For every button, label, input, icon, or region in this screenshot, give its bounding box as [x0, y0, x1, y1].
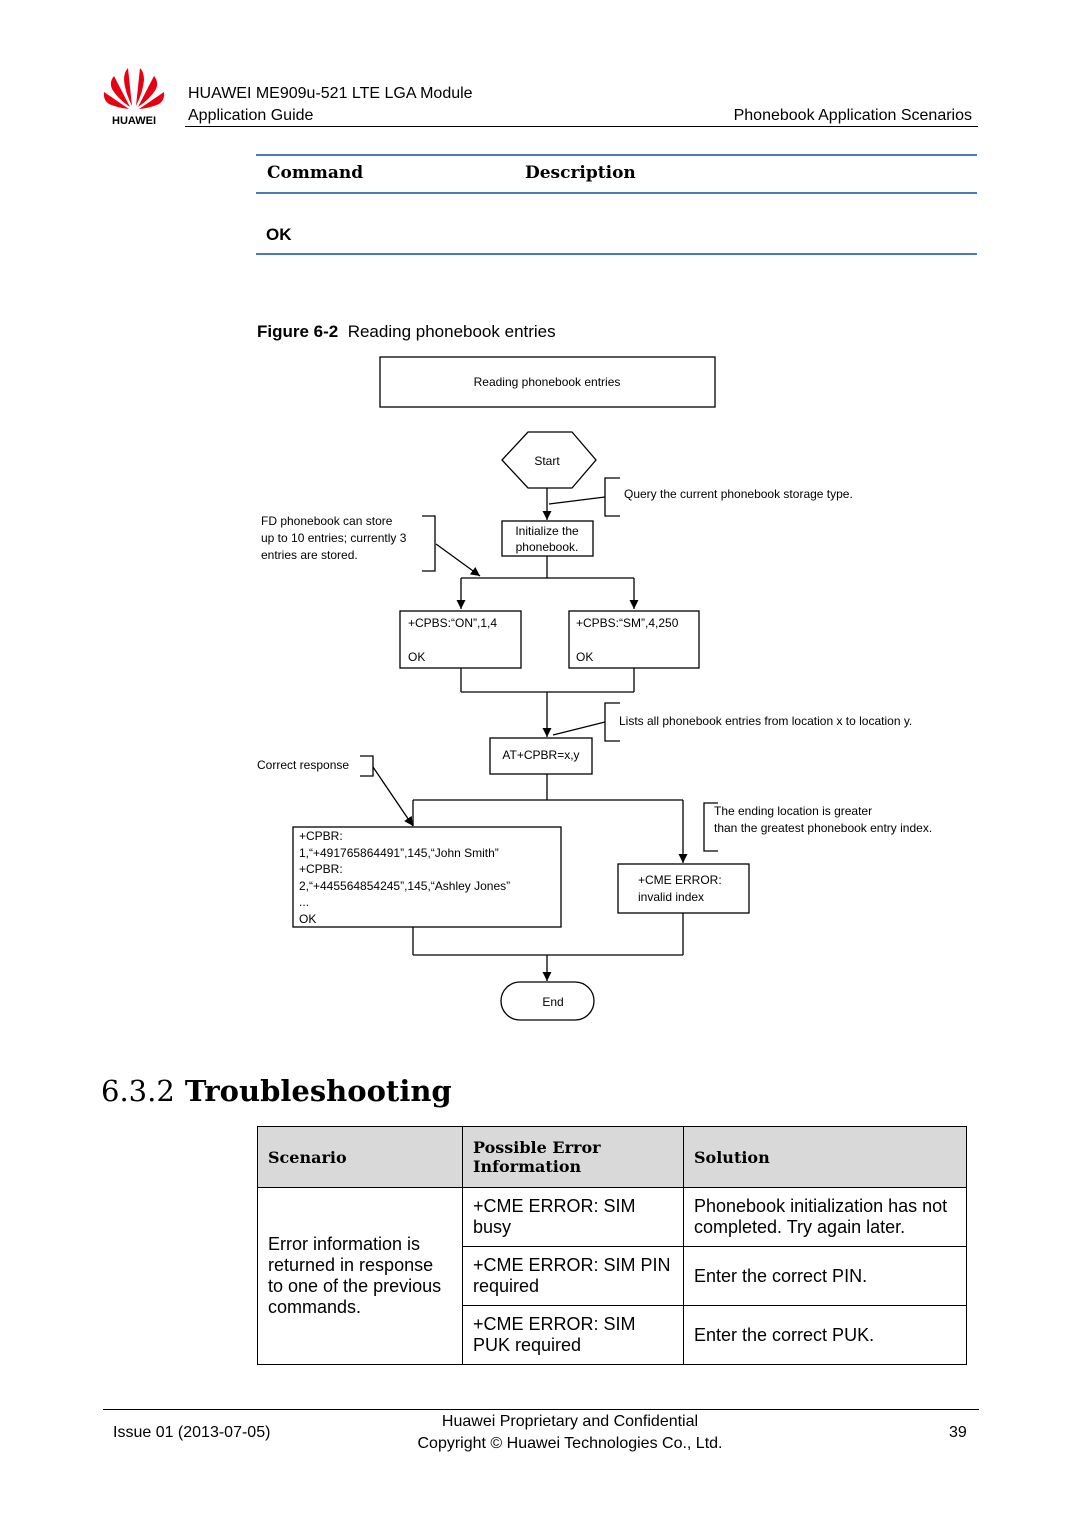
section-heading: 6.3.2 Troubleshooting: [101, 1074, 452, 1108]
cell-scenario: Error information is returned in respons…: [257, 1187, 463, 1365]
cpbs-sm-ok: OK: [576, 650, 593, 664]
cell-solution: Enter the correct PIN.: [683, 1246, 967, 1306]
ending-bracket: [703, 802, 718, 852]
note-end-2: than the greatest phonebook entry index.: [714, 821, 932, 835]
init-label-2: phonebook.: [516, 540, 579, 554]
table-row: +CME ERROR: SIM PIN required Enter the c…: [258, 1246, 967, 1306]
table-header-rule: [256, 192, 977, 194]
note-lists: Lists all phonebook entries from locatio…: [619, 714, 912, 728]
note-correct: Correct response: [257, 758, 349, 772]
lists-leader: [552, 721, 606, 736]
table-header-row: Scenario Possible Error Information Solu…: [257, 1126, 967, 1188]
th-scenario: Scenario: [257, 1126, 463, 1188]
cpbs-sm-line: +CPBS:“SM”,4,250: [576, 616, 679, 630]
fd-bracket: [422, 515, 436, 572]
cell-solution: Enter the correct PUK.: [683, 1305, 967, 1365]
error-box: [617, 863, 750, 914]
resp-line-6: OK: [299, 912, 316, 926]
figure-title-box: [379, 356, 716, 408]
start-label: Start: [534, 454, 560, 468]
figure-box-title: Reading phonebook entries: [474, 375, 621, 389]
cpbs-on-ok: OK: [408, 650, 425, 664]
fd-leader: [435, 543, 481, 577]
resp-line-5: ...: [299, 895, 309, 909]
note-fd-3: entries are stored.: [261, 548, 358, 562]
col-command: Command: [267, 163, 364, 183]
note-query: Query the current phonebook storage type…: [624, 487, 853, 501]
footer-confidential: Huawei Proprietary and Confidential: [441, 1413, 699, 1430]
cell-error: +CME ERROR: SIM busy: [462, 1187, 684, 1247]
note-fd-2: up to 10 entries; currently 3: [261, 531, 407, 545]
cell-error: +CME ERROR: SIM PIN required: [462, 1246, 684, 1306]
table-row: +CME ERROR: SIM PUK required Enter the c…: [258, 1305, 967, 1365]
command-ok: OK: [266, 225, 292, 244]
figure-caption-text: Reading phonebook entries: [347, 322, 556, 341]
cpbr-box: [489, 737, 593, 775]
th-error: Possible Error Information: [462, 1126, 684, 1188]
end-label: End: [542, 995, 563, 1009]
table-top-rule: [256, 154, 977, 156]
figure-label: Figure 6-2: [257, 322, 339, 341]
cpbs-on-line: +CPBS:“ON”,1,4: [408, 616, 497, 630]
err-line-1: +CME ERROR:: [638, 873, 722, 887]
table-row: Error information is returned in respons…: [257, 1187, 967, 1365]
brand-text: HUAWEI: [112, 115, 156, 126]
note-fd-1: FD phonebook can store: [261, 514, 393, 528]
cell-solution: Phonebook initialization has not complet…: [683, 1187, 967, 1247]
cell-error: +CME ERROR: SIM PUK required: [462, 1305, 684, 1365]
section-title: Troubleshooting: [184, 1074, 452, 1108]
footer-rule: [103, 1409, 979, 1410]
query-bracket: [604, 477, 620, 517]
footer-issue: Issue 01 (2013-07-05): [113, 1424, 271, 1441]
figure-caption: Figure 6-2 Reading phonebook entries: [257, 322, 556, 342]
huawei-logo: HUAWEI: [103, 68, 165, 126]
correct-bracket: [360, 755, 374, 777]
th-solution: Solution: [683, 1126, 967, 1188]
resp-line-2: 1,“+491765864491”,145,“John Smith”: [299, 846, 499, 860]
correct-leader: [372, 766, 414, 827]
page-number: 39: [949, 1424, 967, 1441]
cpbr-label: AT+CPBR=x,y: [502, 748, 579, 762]
resp-line-4: 2,“+445564854245”,145,“Ashley Jones”: [299, 879, 510, 893]
note-end-1: The ending location is greater: [714, 804, 872, 818]
header-product: HUAWEI ME909u-521 LTE LGA Module: [188, 85, 473, 102]
start-node: [501, 431, 597, 489]
header-doc-type: Application Guide: [188, 107, 314, 124]
end-node: [500, 981, 595, 1021]
footer-copyright: Copyright © Huawei Technologies Co., Ltd…: [417, 1435, 723, 1452]
resp-line-1: +CPBR:: [299, 829, 343, 843]
col-description: Description: [525, 163, 636, 183]
query-leader: [548, 496, 606, 505]
troubleshooting-table: Scenario Possible Error Information Solu…: [257, 1126, 967, 1365]
lists-bracket: [604, 702, 620, 742]
table-bottom-rule: [256, 253, 977, 255]
init-label-1: Initialize the: [515, 524, 579, 538]
header-section: Phonebook Application Scenarios: [733, 107, 972, 124]
section-number: 6.3.2: [101, 1074, 175, 1108]
resp-line-3: +CPBR:: [299, 862, 343, 876]
err-line-2: invalid index: [638, 890, 704, 904]
response-box: [292, 826, 562, 928]
header-rule: [185, 126, 978, 127]
